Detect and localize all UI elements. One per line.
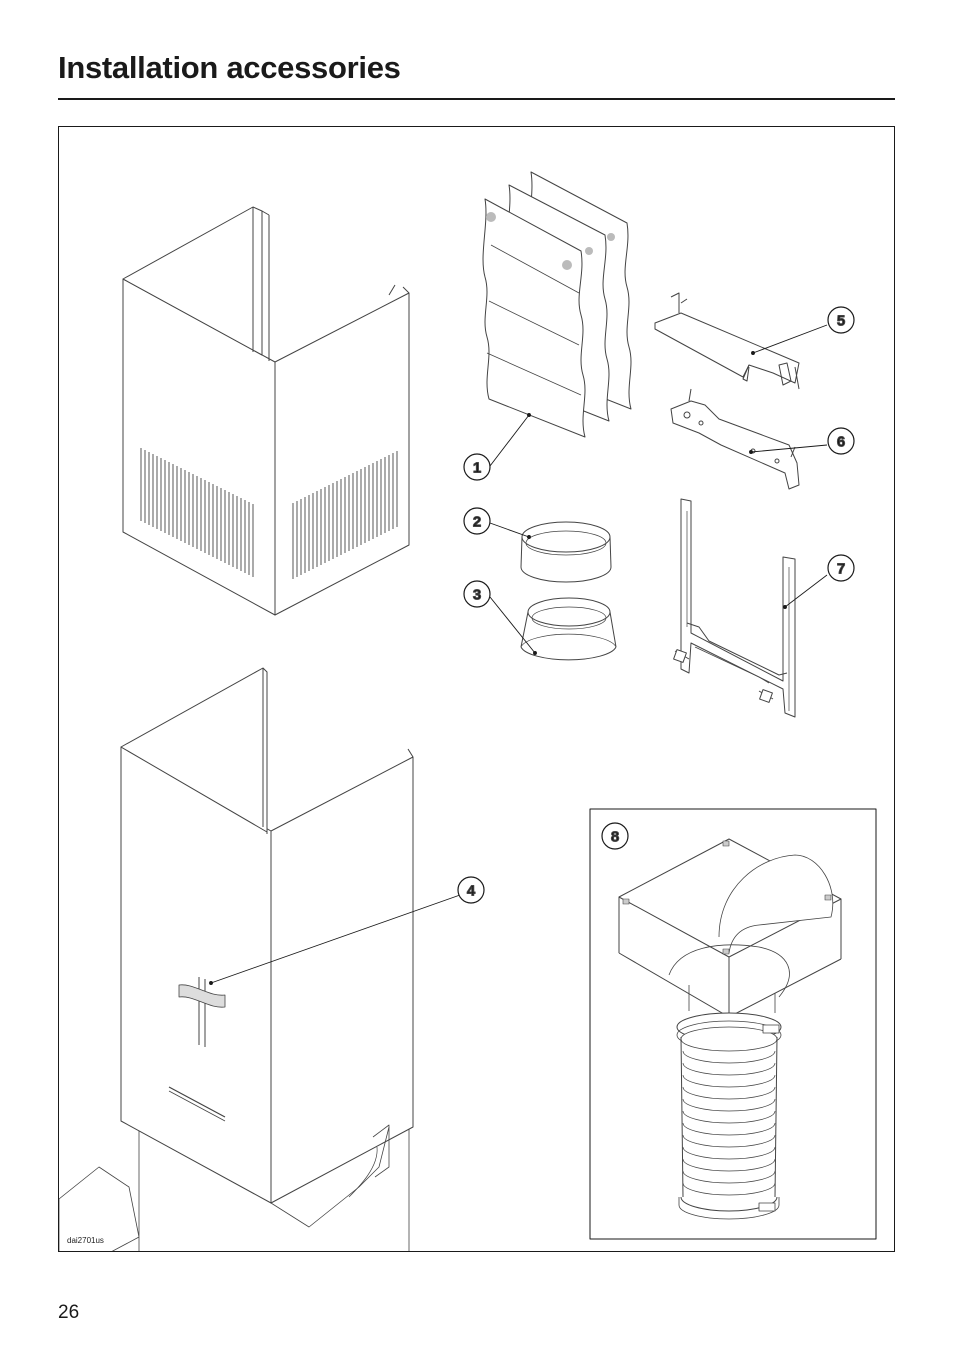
callout-1: 1 <box>464 454 490 480</box>
callout-4-label: 4 <box>467 883 476 900</box>
callout-7-label: 7 <box>837 561 845 578</box>
callout-8: 8 <box>602 823 628 849</box>
drawing-code: dai2701us <box>67 1236 104 1245</box>
mounting-frame-7 <box>674 499 795 717</box>
accessories-drawing: 1 2 3 4 5 6 7 8 <box>59 127 895 1252</box>
accessories-figure: 1 2 3 4 5 6 7 8 dai2701us <box>58 126 895 1252</box>
bracket-5 <box>655 293 799 389</box>
callout-6: 6 <box>828 428 854 454</box>
bracket-6 <box>671 389 799 489</box>
callout-8-label: 8 <box>611 829 619 846</box>
duct-ring-2 <box>521 522 611 582</box>
page-title: Installation accessories <box>58 50 401 86</box>
callout-3-label: 3 <box>473 587 481 604</box>
upper-chimney <box>123 207 409 615</box>
title-rule <box>58 98 895 100</box>
page-number: 26 <box>58 1302 79 1324</box>
filter-panels <box>483 172 631 437</box>
callout-5-label: 5 <box>837 313 845 330</box>
inset-box <box>590 809 876 1239</box>
callout-6-label: 6 <box>837 434 845 451</box>
duct-ring-3 <box>521 598 616 660</box>
callout-1-label: 1 <box>473 460 481 477</box>
callout-3: 3 <box>464 581 490 607</box>
callout-7: 7 <box>828 555 854 581</box>
callout-4: 4 <box>458 877 484 903</box>
lower-chimney <box>59 668 413 1252</box>
callout-2-label: 2 <box>473 514 481 531</box>
callout-2: 2 <box>464 508 490 534</box>
callout-5: 5 <box>828 307 854 333</box>
